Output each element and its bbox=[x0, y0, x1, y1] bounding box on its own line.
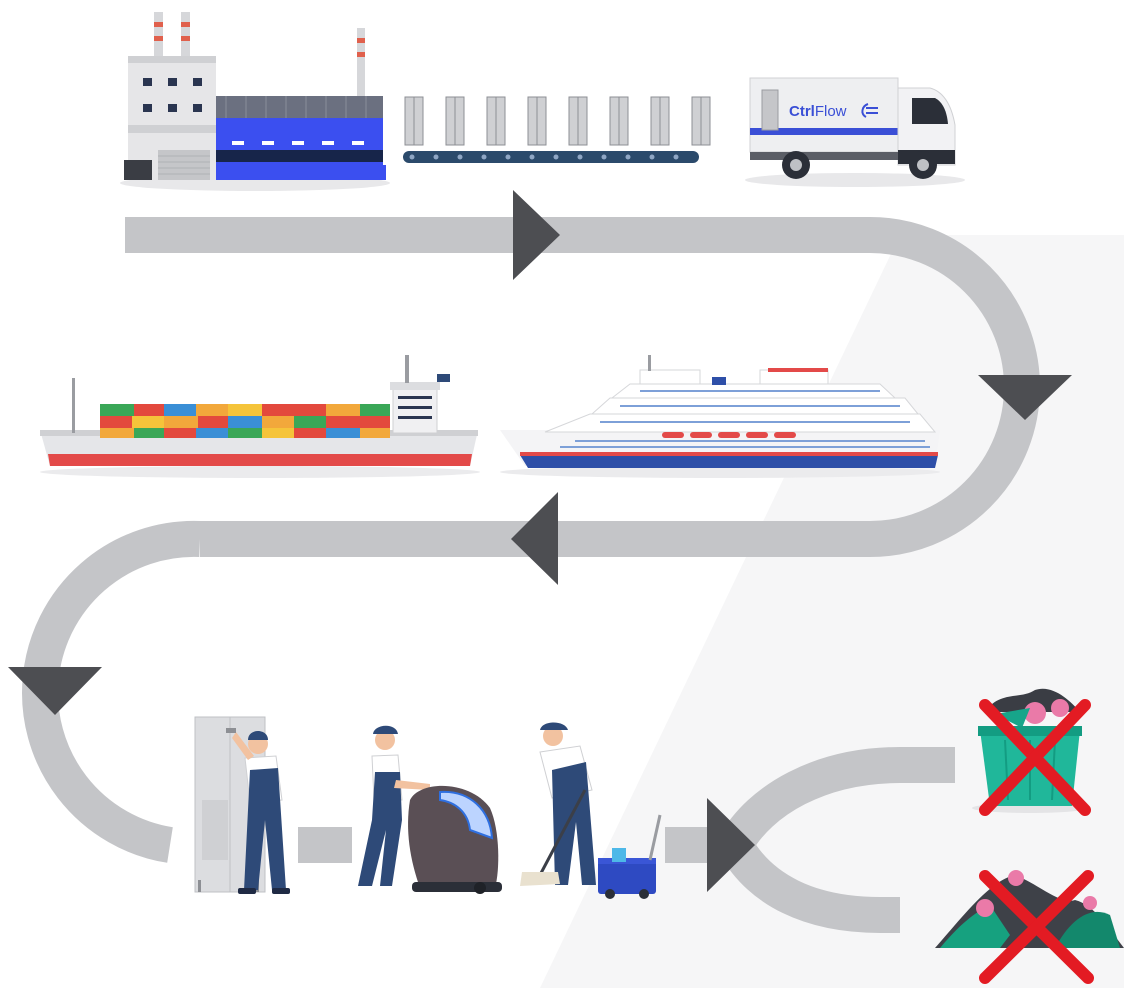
conveyor-belt-icon bbox=[403, 96, 711, 163]
mop-worker-icon bbox=[520, 722, 662, 899]
truck-brand-light: Flow bbox=[815, 103, 847, 120]
red-cross-icon bbox=[979, 870, 1094, 984]
truck-wheels bbox=[782, 151, 937, 179]
landfill-heap-icon bbox=[935, 870, 1124, 948]
path-branch-upper bbox=[719, 747, 955, 855]
truck-logo-icon bbox=[861, 103, 878, 118]
path-branch-lower bbox=[719, 835, 900, 933]
factory-icon bbox=[120, 12, 390, 191]
container-ship-icon bbox=[40, 355, 480, 478]
svg-text:CtrlFlow: CtrlFlow bbox=[789, 103, 847, 120]
lifeboats bbox=[662, 432, 796, 438]
background-panel bbox=[540, 235, 1124, 988]
cruise-ship-icon bbox=[500, 355, 940, 478]
installer-worker-icon bbox=[194, 716, 290, 894]
floor-scrubber-worker-icon bbox=[358, 725, 502, 894]
arrow-down-right-icon bbox=[978, 375, 1072, 420]
container-stack bbox=[100, 404, 390, 438]
red-cross-icon bbox=[979, 699, 1091, 816]
arrow-left-icon bbox=[511, 492, 558, 585]
arrow-down-left-icon bbox=[8, 667, 102, 715]
truck-brand-bold: Ctrl bbox=[789, 103, 815, 120]
arrow-right-icon bbox=[513, 190, 560, 280]
arrow-merge-icon bbox=[707, 798, 755, 892]
delivery-truck-icon: CtrlFlow bbox=[745, 77, 965, 187]
